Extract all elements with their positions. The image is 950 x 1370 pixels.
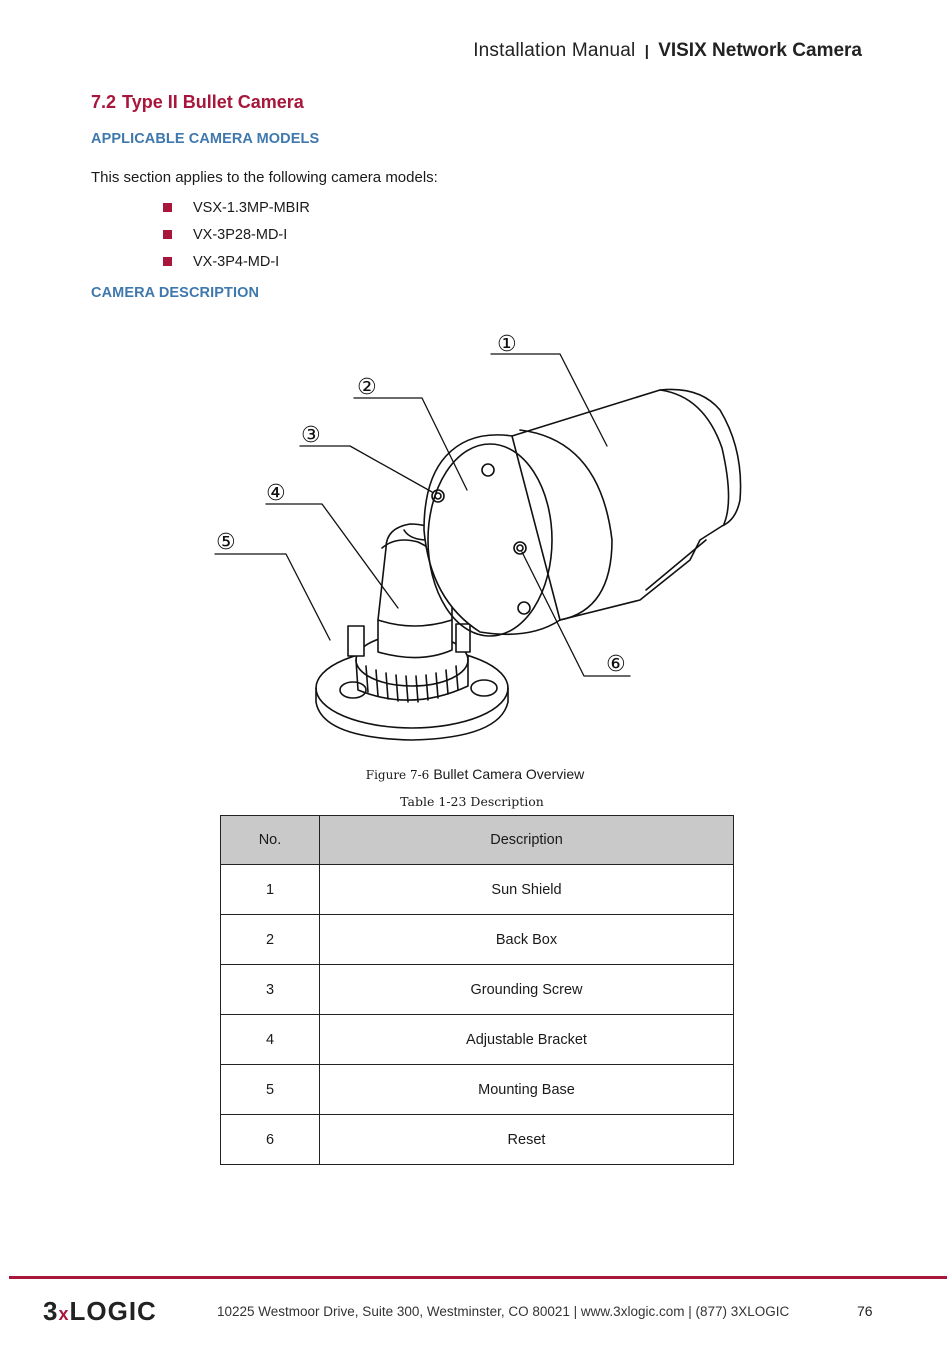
callout-4: ④ xyxy=(266,481,286,506)
row-number: 6 xyxy=(220,1114,320,1165)
column-header-description: Description xyxy=(319,815,734,865)
bullet-square-icon xyxy=(163,230,172,239)
logo-x: x xyxy=(58,1304,70,1324)
row-number: 1 xyxy=(220,864,320,915)
figure-number: Figure 7-6 xyxy=(365,768,430,782)
page-number: 76 xyxy=(857,1303,873,1319)
applicable-models-heading: APPLICABLE CAMERA MODELS xyxy=(91,131,320,147)
list-item: VSX-1.3MP-MBIR xyxy=(163,194,310,221)
table-row: 4 Adjustable Bracket xyxy=(220,1014,734,1065)
row-description: Adjustable Bracket xyxy=(319,1014,734,1065)
callout-6: ⑥ xyxy=(606,652,626,677)
callout-leaders xyxy=(214,353,631,677)
callout-3: ③ xyxy=(301,423,321,448)
row-number: 3 xyxy=(220,964,320,1015)
list-item: VX-3P28-MD-I xyxy=(163,221,310,248)
page-header: Installation Manual | VISIX Network Came… xyxy=(473,40,862,62)
row-description: Mounting Base xyxy=(319,1064,734,1115)
company-logo: 3xLOGIC xyxy=(43,1296,157,1327)
bullet-square-icon xyxy=(163,203,172,212)
header-separator: | xyxy=(644,43,649,60)
callout-5: ⑤ xyxy=(216,530,236,555)
table-row: 2 Back Box xyxy=(220,914,734,965)
callout-1: ① xyxy=(497,332,517,357)
table-header-row: No. Description xyxy=(220,815,734,865)
locking-ring-drawing xyxy=(347,623,471,703)
model-name: VX-3P28-MD-I xyxy=(193,226,288,243)
section-name: Type II Bullet Camera xyxy=(122,92,304,112)
logo-part: 3 xyxy=(43,1296,59,1326)
applicable-intro: This section applies to the following ca… xyxy=(91,169,438,186)
bullet-camera-diagram: ① ② ③ ④ ⑤ ⑥ xyxy=(214,332,742,741)
row-number: 5 xyxy=(220,1064,320,1115)
table-caption: Table 1-23 Description xyxy=(400,794,544,809)
column-header-no: No. xyxy=(220,815,320,865)
row-description: Sun Shield xyxy=(319,864,734,915)
model-name: VSX-1.3MP-MBIR xyxy=(193,199,310,216)
row-description: Back Box xyxy=(319,914,734,965)
table-row: 1 Sun Shield xyxy=(220,864,734,915)
footer-address: 10225 Westmoor Drive, Suite 300, Westmin… xyxy=(217,1304,790,1319)
table-row: 6 Reset xyxy=(220,1114,734,1165)
camera-description-heading: CAMERA DESCRIPTION xyxy=(91,285,260,301)
description-table: No. Description 1 Sun Shield 2 Back Box … xyxy=(220,815,734,1165)
table-row: 5 Mounting Base xyxy=(220,1064,734,1115)
row-number: 4 xyxy=(220,1014,320,1065)
table-row: 3 Grounding Screw xyxy=(220,964,734,1015)
row-description: Reset xyxy=(319,1114,734,1165)
model-name: VX-3P4-MD-I xyxy=(193,253,280,270)
manual-title: Installation Manual xyxy=(473,40,636,61)
section-number: 7.2 xyxy=(91,92,117,112)
list-item: VX-3P4-MD-I xyxy=(163,248,310,275)
row-description: Grounding Screw xyxy=(319,964,734,1015)
bullet-square-icon xyxy=(163,257,172,266)
callout-2: ② xyxy=(357,375,377,400)
figure-title: Bullet Camera Overview xyxy=(433,766,585,782)
sun-shield-drawing xyxy=(511,388,742,621)
back-box-drawing xyxy=(423,434,561,637)
model-list: VSX-1.3MP-MBIR VX-3P28-MD-I VX-3P4-MD-I xyxy=(163,194,310,275)
product-title: VISIX Network Camera xyxy=(658,40,862,61)
row-number: 2 xyxy=(220,914,320,965)
footer-divider xyxy=(9,1276,947,1279)
logo-part: LOGIC xyxy=(69,1296,157,1326)
